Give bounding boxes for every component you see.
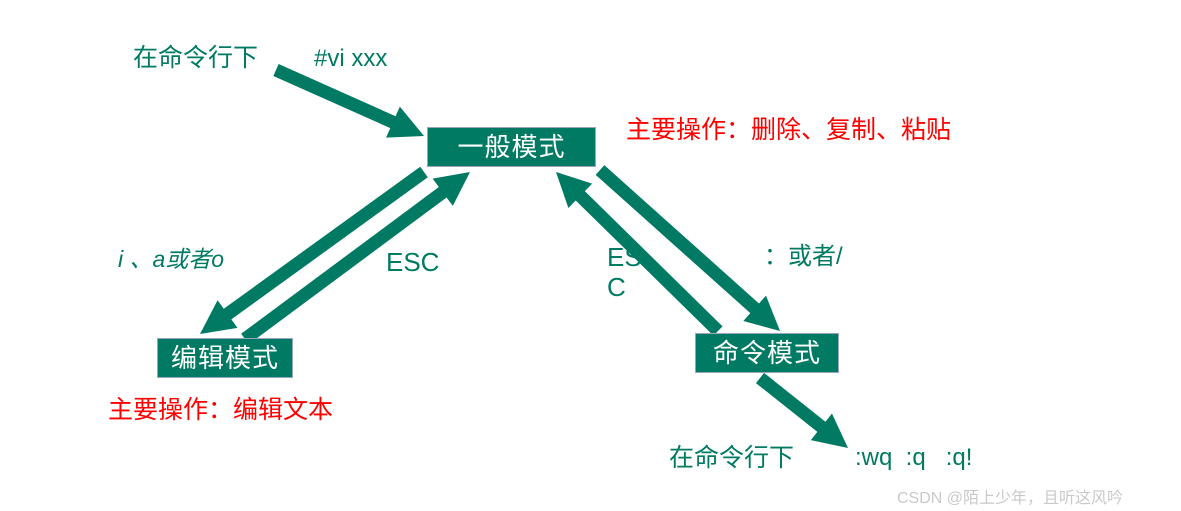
csdn-watermark: CSDN @陌上少年，且听这风吟 — [897, 490, 1124, 507]
arrow-entry-to-general — [273, 64, 424, 138]
label-exit-commandline: 在命令行下 — [669, 444, 795, 472]
label-command-escape-key: ES C — [607, 242, 642, 302]
node-command-mode[interactable]: 命令模式 — [695, 333, 839, 373]
node-edit-mode-label: 编辑模式 — [170, 343, 279, 373]
label-general-mode-operations: 主要操作：删除、复制、粘贴 — [626, 116, 952, 144]
label-exit-commands: :wq :q :q! — [855, 444, 973, 471]
node-command-mode-label: 命令模式 — [712, 338, 821, 368]
label-edit-mode-operations: 主要操作：编辑文本 — [108, 396, 334, 424]
label-entry-vi-command: #vi xxx — [314, 45, 388, 72]
arrow-command-to-exit — [755, 372, 848, 448]
node-edit-mode[interactable]: 编辑模式 — [157, 338, 293, 378]
label-edit-escape-key: ESC — [386, 247, 440, 277]
node-general-mode-label: 一般模式 — [457, 132, 566, 162]
label-enter-command-keys: ：或者/ — [764, 243, 843, 270]
node-general-mode[interactable]: 一般模式 — [427, 127, 596, 167]
label-entry-commandline: 在命令行下 — [133, 44, 259, 72]
label-enter-edit-keys: i 、a或者o — [118, 246, 225, 272]
